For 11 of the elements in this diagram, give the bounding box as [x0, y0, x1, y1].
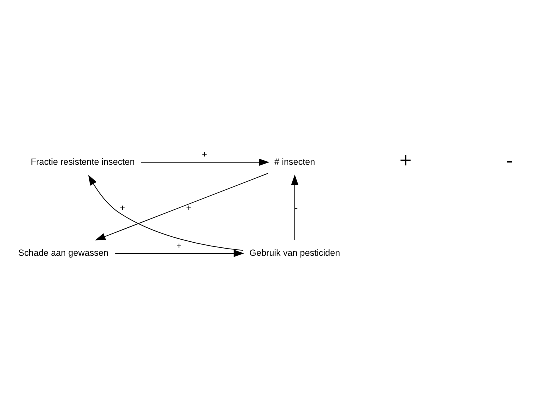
edge-label: +: [176, 240, 182, 251]
edge-label: +: [186, 202, 192, 213]
edge-label: +: [202, 150, 208, 160]
edge-label: +: [120, 202, 126, 213]
node-text: Fractie resistente insecten: [30, 156, 135, 167]
node-text: # insecten: [274, 156, 316, 167]
label: -: [506, 150, 514, 173]
edge-label: -: [295, 202, 298, 213]
node-text: Schade aan gewassen: [18, 248, 109, 258]
label: +: [400, 150, 412, 173]
node-text: Gebruik van pesticiden: [250, 248, 340, 258]
